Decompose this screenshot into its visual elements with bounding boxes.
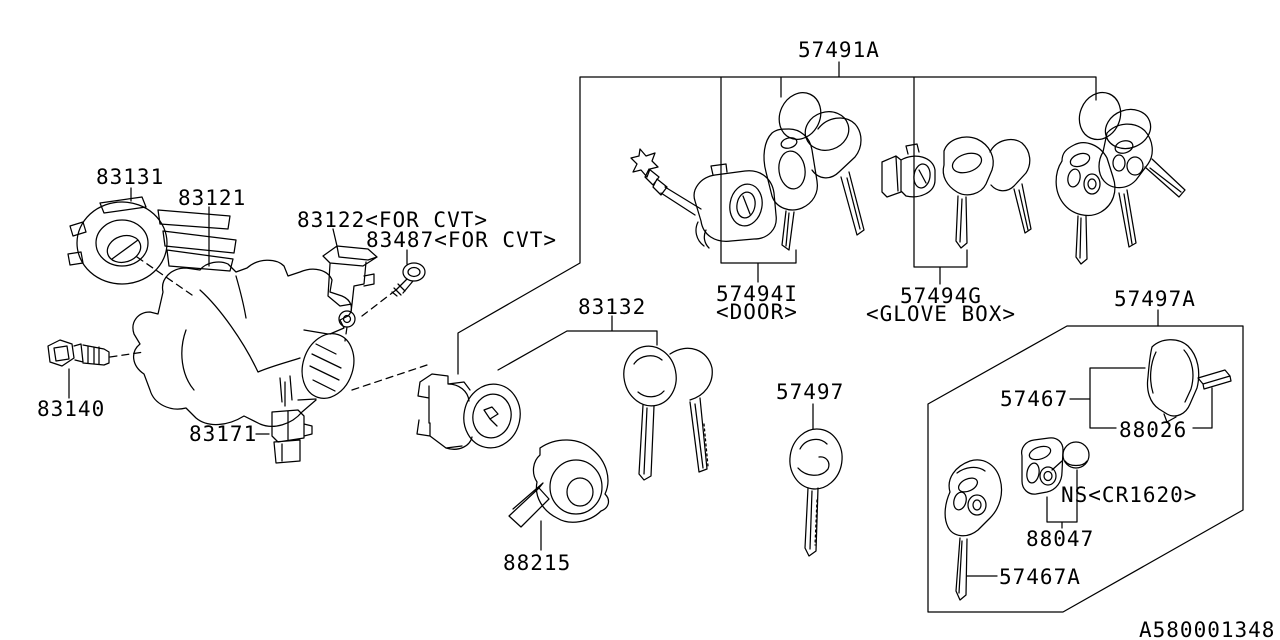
label-88215: 88215 [503,551,571,575]
label-57497a: 57497A [1114,287,1196,311]
label-57494i: 57494I [716,282,798,306]
part-57467a-remote-key [944,459,1003,601]
part-83132-key-cylinder [416,373,521,450]
part-glovebox-keys [942,136,1032,249]
kit-enclosure-outline [927,325,1244,613]
label-57494g-note: <GLOVE BOX> [866,302,1016,326]
part-83121-steering-lock-body [132,259,355,427]
part-83132-keys [623,345,713,481]
column-bore [301,333,355,399]
battery-cr1620 [1062,441,1090,469]
label-57494i-note: <DOOR> [716,300,798,324]
reference-lines [68,61,1213,577]
label-88047: 88047 [1026,527,1094,551]
part-glovebox-lock-cylinder [881,143,936,198]
label-57467a: 57467A [999,565,1081,589]
part-door-keys [763,92,865,251]
label-83121: 83121 [178,186,246,210]
part-remote-key-set [1055,91,1186,265]
label-83131: 83131 [96,165,164,189]
label-83171: 83171 [189,422,257,446]
part-88215-cover [508,439,610,528]
diagram-art [47,61,1244,613]
dashed-assembly-lines [109,256,431,391]
part-57467-key-head [1146,339,1200,423]
part-door-lock-cylinder [630,148,777,249]
label-57467: 57467 [1000,387,1068,411]
bore-hatching [309,343,342,392]
part-83487-cvt-screw [391,262,426,297]
drawing-number: A580001348 [1139,618,1275,640]
label-83132: 83132 [578,295,646,319]
label-57491a: 57491A [798,38,880,62]
part-57497-key [789,428,843,557]
part-88026-key-blank [1197,369,1232,390]
label-88026: 88026 [1119,418,1187,442]
diagram-labels: 57491A 83131 83121 83122<FOR CVT> 83487<… [37,38,1275,640]
part-83122-cvt-solenoid [322,245,378,328]
label-83140: 83140 [37,397,105,421]
label-83122: 83122<FOR CVT> [297,208,488,232]
part-88047-transmitter [1020,437,1090,495]
label-57497: 57497 [776,380,844,404]
label-83487: 83487<FOR CVT> [366,228,557,252]
part-83131-antenna-ring [67,196,237,285]
label-57494g: 57494G [900,284,982,308]
label-ns-cr1620: NS<CR1620> [1061,483,1197,507]
part-83171-ignition-switch [271,409,313,464]
part-83140-bolt [47,339,110,367]
